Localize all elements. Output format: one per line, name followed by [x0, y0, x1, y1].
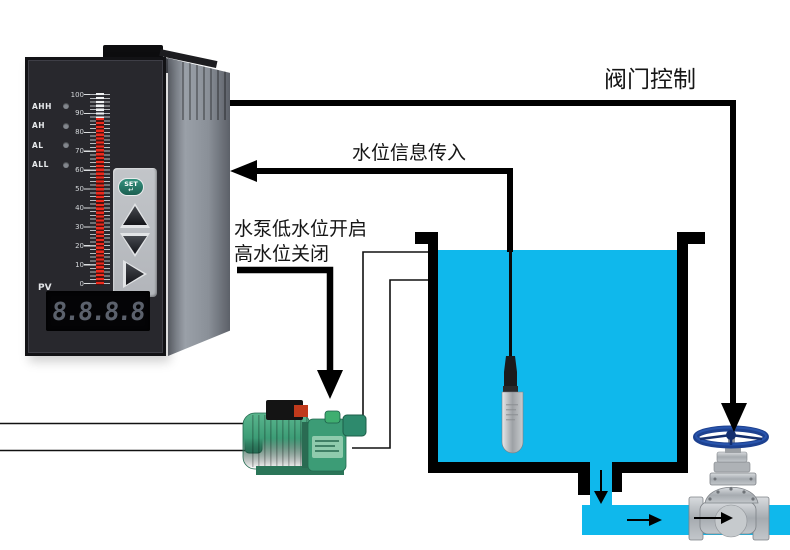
alarm-led: [63, 142, 69, 148]
alarm-label: AL: [32, 140, 44, 150]
sensor-signal-arrowhead: [230, 160, 257, 182]
pump-control-arrowhead: [317, 370, 343, 399]
sensor-cable-gland: [504, 356, 517, 391]
bargraph-lit-segment: [96, 118, 104, 285]
pump-valve-knob: [324, 410, 341, 424]
sensor-signal-label: 水位信息传入: [352, 142, 467, 164]
scale-label: 100: [70, 90, 84, 99]
bargraph-unlit-segment: [96, 93, 104, 118]
controller-front-panel: 100 90 80 70 60 50 40 30 20 10 0 AHH: [25, 57, 166, 356]
level-sensor: [501, 250, 524, 454]
scale-label: 60: [75, 166, 84, 175]
valve-control-label: 阀门控制: [604, 67, 696, 93]
gate-valve: [688, 425, 770, 541]
sensor-body: [501, 391, 524, 454]
display-digits: 8.8.8.8: [51, 296, 145, 326]
seven-segment-display: 8.8.8.8: [46, 291, 150, 331]
mounting-clamp: [103, 45, 163, 59]
down-button[interactable]: [120, 233, 150, 257]
alarm-led: [63, 103, 69, 109]
suction-pipe: [0, 422, 247, 452]
alarm-row-ah: AH: [32, 121, 69, 130]
scale-minor-ticks-left: [90, 94, 96, 284]
scale-label: 30: [75, 222, 84, 231]
led-bargraph: [96, 93, 104, 285]
alarm-label: AH: [32, 121, 46, 130]
scale-minor-ticks-right: [104, 94, 110, 284]
alarm-row-al: AL: [32, 141, 69, 150]
pv-label: PV: [38, 283, 52, 293]
water-pump: [242, 400, 367, 475]
shift-button[interactable]: [123, 260, 147, 288]
control-lines: [230, 100, 736, 404]
keypad-panel: SET ↵: [113, 168, 157, 297]
scale-label: 40: [75, 203, 84, 212]
enter-icon: ↵: [128, 186, 134, 194]
alarm-led: [63, 122, 69, 129]
pump-terminal-box: [266, 400, 303, 420]
scale-label: 90: [75, 109, 84, 118]
alarm-label: ALL: [32, 160, 49, 169]
valve-control-arrowhead: [721, 403, 747, 432]
scale-label: 10: [75, 260, 84, 269]
flow-arrows: [594, 470, 662, 526]
level-controller: 100 90 80 70 60 50 40 30 20 10 0 AHH: [20, 44, 230, 359]
scale-label: 20: [75, 241, 84, 250]
sensor-signal-line: [256, 168, 513, 252]
pump-outlet-flange: [342, 414, 367, 437]
scale-label: 50: [75, 185, 84, 193]
alarm-row-all: ALL: [32, 160, 69, 169]
scale-label: 0: [79, 279, 84, 288]
pump-rule-label: 水泵低水位开启高水位关闭: [234, 218, 368, 265]
scale-label: 70: [75, 147, 84, 156]
up-button[interactable]: [120, 203, 150, 228]
valve-body-bulge: [714, 504, 748, 538]
valve-control-line: [230, 100, 736, 404]
alarm-label: AHH: [32, 101, 52, 111]
set-button-label: SET: [124, 180, 138, 188]
alarm-row-ahh: AHH: [32, 102, 69, 111]
set-button[interactable]: SET ↵: [118, 178, 144, 196]
valve-flow-arrow: [694, 512, 733, 524]
heatsink-ribs: [182, 62, 230, 120]
valve-handwheel: [693, 425, 769, 449]
tank-water: [438, 250, 677, 462]
discharge-pipe: [352, 251, 428, 449]
controller-side-panel: [168, 58, 230, 356]
alarm-led: [63, 161, 69, 168]
pump-control-line: [237, 266, 334, 372]
scale-label: 80: [75, 128, 84, 137]
